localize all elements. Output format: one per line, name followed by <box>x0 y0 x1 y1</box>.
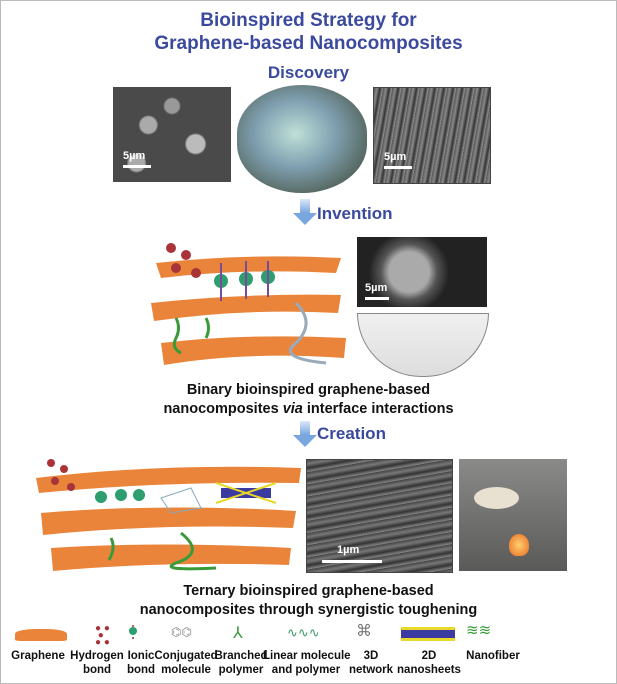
legend-3d-network: 3D network <box>347 649 395 677</box>
scale-bar <box>384 166 412 169</box>
legend-label: network <box>348 664 394 676</box>
legend-nanofiber: Nanofiber <box>463 649 523 663</box>
legend-label: molecule <box>161 664 211 676</box>
legend-label: nanosheets <box>397 664 461 676</box>
legend-label: Ionic <box>127 650 155 662</box>
invention-label: Invention <box>317 204 393 223</box>
legend-label: Branched <box>214 650 268 662</box>
title-line-1: Bioinspired Strategy for <box>200 10 417 31</box>
hydrogen-bond-icon: ● ● ●● ● <box>95 623 110 648</box>
legend-label: bond <box>82 664 112 676</box>
sample <box>474 487 519 509</box>
down-arrow-icon <box>293 199 317 225</box>
legend-branched-polymer: Branched polymer <box>213 649 269 677</box>
caption-text: interface interactions <box>306 401 454 417</box>
ternary-caption-line-1: Ternary bioinspired graphene-based <box>183 583 434 599</box>
ternary-nanocomposite-schematic <box>36 459 301 571</box>
abalone-shell-image <box>237 85 367 193</box>
legend-label: bond <box>126 664 156 676</box>
nanofiber-icon: ≋≋ <box>466 622 492 639</box>
caption-text: nanocomposites <box>163 401 279 417</box>
conjugated-molecule-icon: ⌬⌬ <box>171 625 192 639</box>
2d-nanosheets-icon <box>401 627 455 641</box>
legend-label: and polymer <box>271 664 341 676</box>
scale-label: 5µm <box>384 151 407 163</box>
binary-nanocomposite-schematic <box>151 243 346 365</box>
discovery-label: Discovery <box>267 63 350 82</box>
creation-label: Creation <box>317 424 386 443</box>
legend-linear-molecule: Linear molecule and polymer <box>263 649 351 677</box>
binary-caption-line-1: Binary bioinspired graphene-based <box>186 382 431 398</box>
scale-label: 5µm <box>365 282 388 294</box>
sem-image-hexagonal: 5µm <box>113 87 231 182</box>
scale-bar <box>322 560 382 563</box>
flame <box>509 534 529 556</box>
scale-label: 1µm <box>337 544 360 556</box>
legend-conjugated-molecule: Conjugated molecule <box>153 649 219 677</box>
legend-label: Nanofiber <box>466 650 520 662</box>
legend-label: 2D <box>421 650 437 662</box>
legend-graphene: Graphene <box>7 649 69 663</box>
legend-ionic-bond: Ionic bond <box>123 649 159 677</box>
scale-bar <box>123 165 151 168</box>
sem-image-layered: 5µm <box>373 87 491 184</box>
legend-hydrogen-bond: Hydrogen bond <box>67 649 127 677</box>
ternary-caption-line-2: nanocomposites through synergistic tough… <box>139 602 478 618</box>
down-arrow-icon <box>293 421 317 447</box>
legend-label: Hydrogen <box>70 650 124 662</box>
graphene-icon <box>15 629 67 641</box>
legend-label: Conjugated <box>154 650 218 662</box>
legend-label: 3D <box>363 650 379 662</box>
scale-label: 5µm <box>123 150 146 162</box>
title-line-2: Graphene-based Nanocomposites <box>154 33 463 54</box>
linear-molecule-icon: ∿∿∿ <box>287 625 320 640</box>
3d-network-icon: ⌘ <box>356 623 372 640</box>
legend-label: Graphene <box>11 650 65 662</box>
branched-polymer-icon: ⅄ <box>233 625 243 642</box>
sem-image-fiber: 5µm <box>357 237 487 307</box>
sem-image-ternary: 1µm <box>306 459 453 573</box>
legend-label: polymer <box>218 664 264 676</box>
ionic-bond-icon <box>129 627 137 635</box>
legend-label: Linear molecule <box>263 650 351 662</box>
scale-bar <box>365 297 389 300</box>
caption-italic: via <box>282 401 303 417</box>
photo-flame-test <box>459 459 567 571</box>
legend-2d-nanosheets: 2D nanosheets <box>397 649 461 677</box>
photo-film-sample <box>357 313 489 377</box>
binary-caption-line-2: nanocomposites via interface interaction… <box>1 400 616 419</box>
